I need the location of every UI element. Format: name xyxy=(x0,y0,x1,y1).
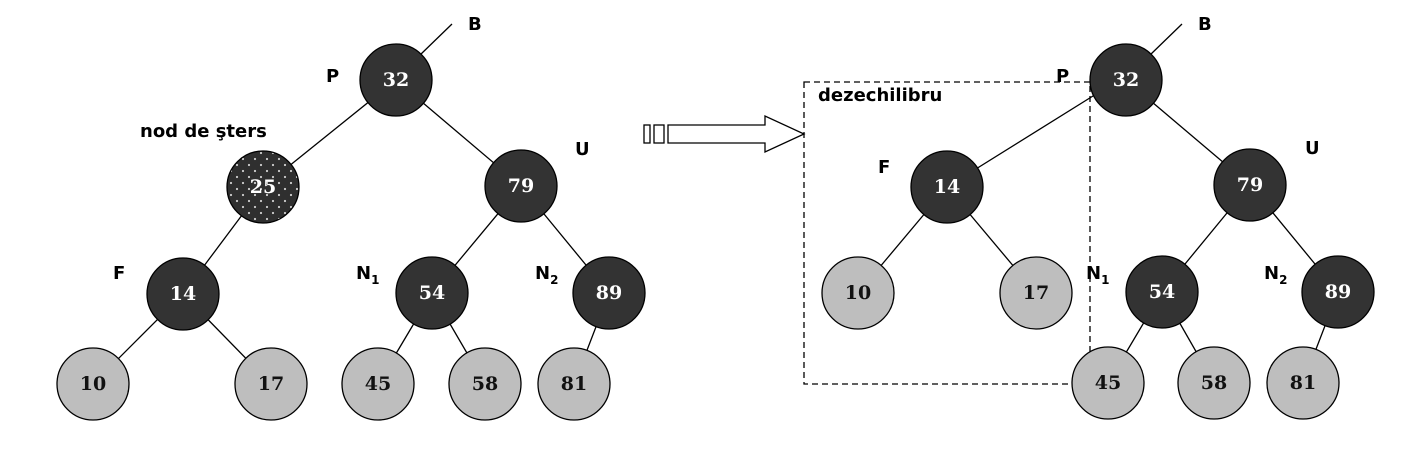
node-81-right: 81 xyxy=(1266,346,1340,420)
node-54-right-value: 54 xyxy=(1149,281,1175,303)
node-32-value: 32 xyxy=(383,69,409,91)
label-N1-subscript: 1 xyxy=(371,273,379,287)
node-45-right: 45 xyxy=(1071,346,1145,420)
node-14: 14 xyxy=(146,257,220,331)
arrow-body xyxy=(667,114,806,154)
label-P-right: P xyxy=(1056,66,1069,87)
node-58: 58 xyxy=(448,347,522,421)
arrow-tail-bar-2 xyxy=(653,124,665,144)
node-14-right-value: 14 xyxy=(934,176,960,198)
node-32-right-value: 32 xyxy=(1113,69,1139,91)
node-17-right: 17 xyxy=(999,256,1073,330)
node-79-value: 79 xyxy=(508,175,534,197)
node-10-right-value: 10 xyxy=(845,282,871,304)
node-14-right: 14 xyxy=(910,150,984,224)
label-F-right: F xyxy=(878,157,890,178)
label-B-right: B xyxy=(1198,14,1212,35)
node-17-value: 17 xyxy=(258,373,284,395)
edge-root-parent-right xyxy=(1149,23,1183,56)
label-P: P xyxy=(326,66,339,87)
node-58-right: 58 xyxy=(1177,346,1251,420)
node-54: 54 xyxy=(395,256,469,330)
node-25-deleted: 25 xyxy=(226,150,300,224)
node-79-right-value: 79 xyxy=(1237,174,1263,196)
label-B: B xyxy=(468,14,482,35)
node-25-value: 25 xyxy=(250,176,276,198)
label-N1: N1 xyxy=(356,263,379,287)
node-10-right: 10 xyxy=(821,256,895,330)
node-54-value: 54 xyxy=(419,282,445,304)
node-45-value: 45 xyxy=(365,373,391,395)
node-89-right-value: 89 xyxy=(1325,281,1351,303)
label-N1-right: N1 xyxy=(1086,263,1109,287)
node-89-value: 89 xyxy=(596,282,622,304)
edge-root-parent xyxy=(419,23,453,56)
node-89-right: 89 xyxy=(1301,255,1375,329)
label-N2-right-subscript: 2 xyxy=(1279,273,1287,287)
label-N2: N2 xyxy=(535,263,558,287)
node-45-right-value: 45 xyxy=(1095,372,1121,394)
node-79: 79 xyxy=(484,149,558,223)
label-node-to-delete: nod de şters xyxy=(140,121,267,142)
node-81-right-value: 81 xyxy=(1290,372,1316,394)
label-imbalance: dezechilibru xyxy=(818,85,942,106)
label-U-right: U xyxy=(1305,138,1320,159)
node-32-right: 32 xyxy=(1089,43,1163,117)
node-10: 10 xyxy=(56,347,130,421)
node-54-right: 54 xyxy=(1125,255,1199,329)
node-32: 32 xyxy=(359,43,433,117)
label-N1-right-subscript: 1 xyxy=(1101,273,1109,287)
node-17: 17 xyxy=(234,347,308,421)
node-45: 45 xyxy=(341,347,415,421)
arrow-tail-bar-1 xyxy=(643,124,651,144)
label-N2-subscript: 2 xyxy=(550,273,558,287)
label-F: F xyxy=(113,263,125,284)
left-tree: 32 25 79 14 54 89 10 17 xyxy=(56,14,646,421)
label-N2-right: N2 xyxy=(1264,263,1287,287)
node-81: 81 xyxy=(537,347,611,421)
imbalance-box xyxy=(803,81,1091,385)
transform-arrow xyxy=(643,114,806,154)
label-U: U xyxy=(575,139,590,160)
node-14-value: 14 xyxy=(170,283,196,305)
right-tree: dezechilibru 32 14 79 10 17 xyxy=(803,14,1375,420)
node-79-right: 79 xyxy=(1213,148,1287,222)
node-17-right-value: 17 xyxy=(1023,282,1049,304)
node-58-value: 58 xyxy=(472,373,498,395)
node-10-value: 10 xyxy=(80,373,106,395)
node-89: 89 xyxy=(572,256,646,330)
node-81-value: 81 xyxy=(561,373,587,395)
node-58-right-value: 58 xyxy=(1201,372,1227,394)
